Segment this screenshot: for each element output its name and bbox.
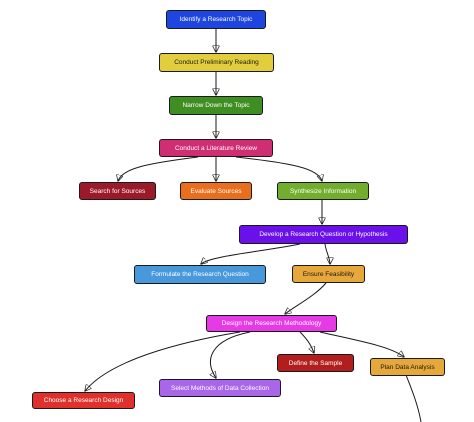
node-define-sample: Define the Sample — [277, 354, 354, 372]
edge-methodology-to-analysis — [319, 331, 404, 357]
edge-analysis-continuation — [405, 374, 422, 422]
edge-methodology-to-sample — [299, 331, 314, 353]
node-formulate-research-question: Formulate the Research Question — [134, 265, 266, 284]
edge-literature-to-search — [118, 156, 199, 181]
node-plan-data-analysis: Plan Data Analysis — [370, 358, 445, 376]
node-identify-research-topic: Identify a Research Topic — [166, 10, 266, 29]
node-search-for-sources: Search for Sources — [79, 182, 156, 200]
edge-develop-to-formulate — [201, 243, 301, 264]
node-design-research-methodology: Design the Research Methodology — [206, 315, 337, 332]
edge-feasibility-to-methodology — [285, 282, 327, 314]
node-synthesize-information: Synthesize Information — [277, 182, 369, 200]
node-conduct-preliminary-reading: Conduct Preliminary Reading — [159, 53, 274, 72]
node-develop-research-question: Develop a Research Question or Hypothesi… — [239, 225, 408, 244]
node-ensure-feasibility: Ensure Feasibility — [292, 265, 365, 283]
node-narrow-down-topic: Narrow Down the Topic — [169, 96, 263, 115]
edge-develop-to-feasibility — [324, 243, 330, 264]
edge-methodology-to-design — [85, 331, 241, 391]
node-conduct-literature-review: Conduct a Literature Review — [159, 139, 273, 157]
node-evaluate-sources: Evaluate Sources — [180, 182, 252, 200]
node-select-data-collection-methods: Select Methods of Data Collection — [159, 379, 281, 397]
edge-literature-to-synthesize — [235, 156, 322, 181]
edge-methodology-to-methods — [210, 331, 251, 378]
node-choose-research-design: Choose a Research Design — [32, 392, 135, 409]
